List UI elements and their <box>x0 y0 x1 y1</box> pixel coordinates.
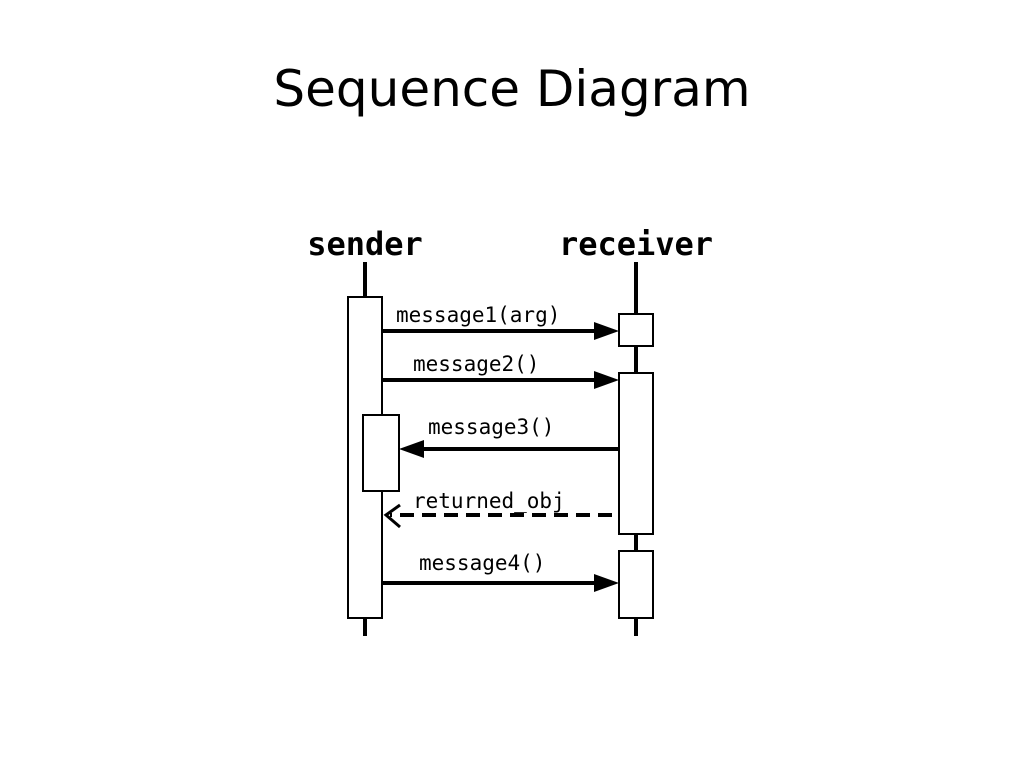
return-label: returned_obj <box>413 489 565 513</box>
participant-receiver-label: receiver <box>559 225 713 263</box>
slide-title: Sequence Diagram <box>273 60 751 118</box>
message2-label: message2() <box>413 352 539 376</box>
message4-label: message4() <box>419 551 545 575</box>
message2-arrowhead <box>594 371 619 389</box>
message3-arrowhead <box>399 440 424 458</box>
participant-sender-label: sender <box>307 225 423 263</box>
receiver-activation-1 <box>618 313 654 347</box>
receiver-activation-3 <box>618 550 654 619</box>
message1-label: message1(arg) <box>396 303 560 327</box>
message1-arrowhead <box>594 322 619 340</box>
sender-activation-nested <box>362 414 400 492</box>
receiver-activation-2 <box>618 372 654 535</box>
return-arrowhead <box>383 503 401 529</box>
message4-arrowhead <box>594 574 619 592</box>
message3-label: message3() <box>428 415 554 439</box>
